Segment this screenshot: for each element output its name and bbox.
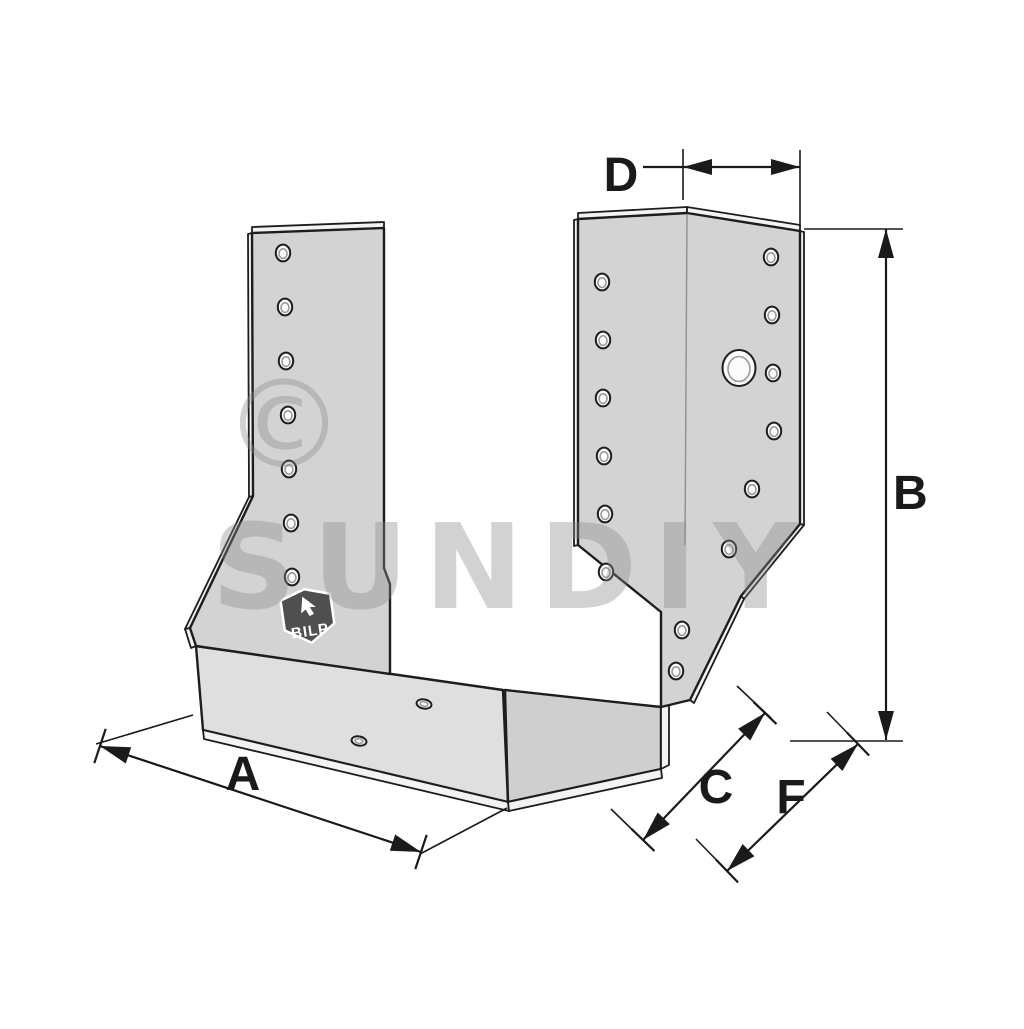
cursor-arrow-icon	[301, 596, 316, 617]
large-bolt-hole	[721, 349, 757, 387]
right-flange	[573, 206, 805, 709]
dimension-f-label: F	[776, 771, 805, 824]
nail-hole	[763, 305, 781, 325]
arrowhead-down-icon	[727, 844, 755, 871]
dimension-a: A	[93, 714, 508, 870]
dimension-d: D	[604, 149, 801, 226]
extension-line	[95, 714, 194, 745]
arrowhead-left-icon	[100, 746, 132, 764]
dimension-d-label: D	[604, 149, 639, 202]
nail-hole	[593, 272, 611, 292]
arrowhead-left-icon	[683, 159, 712, 175]
nail-hole	[595, 446, 613, 466]
extension-line	[419, 807, 508, 855]
nail-hole	[594, 330, 612, 350]
watermark-copyright-icon: ©	[223, 354, 345, 496]
dimension-c-label: C	[699, 761, 734, 814]
arrowhead-down-icon	[878, 711, 894, 740]
watermark: © SUNDIY	[212, 354, 815, 636]
nail-hole	[274, 243, 292, 263]
dimension-a-label: A	[226, 748, 261, 801]
arrowhead-up-icon	[878, 229, 894, 258]
arrowhead-up-icon	[738, 713, 765, 741]
arrowhead-down-icon	[643, 812, 670, 840]
arrowhead-right-icon	[771, 159, 800, 175]
badge-shield	[279, 588, 336, 644]
arrowhead-up-icon	[830, 744, 858, 771]
dimension-f: F	[695, 711, 870, 884]
seat-base	[194, 644, 510, 812]
left-flange-face	[188, 226, 392, 676]
nail-hole	[667, 661, 685, 681]
nail-hole	[276, 297, 294, 317]
fold-line	[684, 213, 688, 546]
nail-hole	[764, 363, 782, 383]
nail-hole	[762, 247, 780, 267]
watermark-brand: SUNDIY	[212, 498, 815, 636]
right-flange-face	[576, 211, 802, 709]
seat-wall-right-edge	[660, 702, 670, 770]
dimension-line	[726, 743, 859, 872]
badge-label: BILP	[290, 620, 330, 642]
dimension-b-label: B	[893, 467, 928, 520]
nail-hole	[743, 479, 761, 499]
nail-hole	[765, 421, 783, 441]
left-flange: BILP	[184, 221, 392, 676]
arrowhead-right-icon	[389, 834, 421, 852]
dimension-line	[99, 744, 422, 854]
seat-wall-bottom-edge	[507, 768, 663, 812]
nail-hole	[594, 388, 612, 408]
dimension-b: B	[790, 228, 928, 742]
dimension-c: C	[610, 685, 778, 852]
seat-right-wall	[503, 688, 670, 812]
brand-badge: BILP	[279, 588, 336, 644]
